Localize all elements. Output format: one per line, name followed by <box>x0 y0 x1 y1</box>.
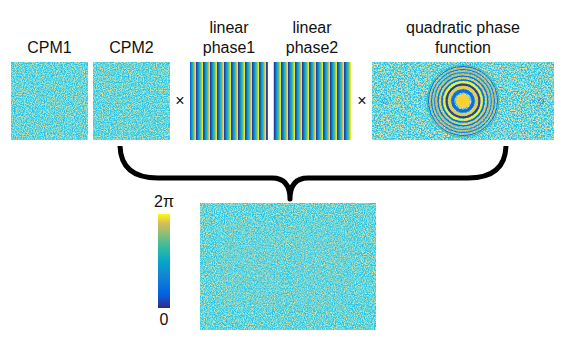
multiply-sign: × <box>357 91 366 111</box>
panel-title: quadratic phase function <box>398 18 528 58</box>
label-area: CPM1 <box>11 6 88 58</box>
colorbar-min: 0 <box>160 310 169 330</box>
panel-title: CPM1 <box>27 38 71 58</box>
label-area: linear phase1 <box>190 6 268 58</box>
quadratic-phase-panel <box>372 62 554 140</box>
panel-title: linear phase2 <box>277 18 347 58</box>
linear-phase2-panel <box>273 62 351 140</box>
colorbar-max: 2π <box>154 192 174 212</box>
linear-phase1-panel <box>190 62 268 140</box>
panel-title: linear phase1 <box>194 18 264 58</box>
bracket <box>120 146 506 199</box>
result-panel <box>200 203 376 330</box>
image-panel: CPM2 <box>93 6 170 140</box>
image-panel: linear phase1 <box>190 6 268 140</box>
label-area: CPM2 <box>93 6 170 58</box>
image-panel: CPM1 <box>11 6 88 140</box>
label-area: quadratic phase function <box>372 6 554 58</box>
image-panel: quadratic phase function <box>372 6 554 140</box>
panel-title: CPM2 <box>109 38 153 58</box>
multiply-sign: × <box>175 91 184 111</box>
image-panel: linear phase2 <box>273 6 351 140</box>
colorbar <box>158 214 170 308</box>
cpm1-panel <box>11 62 88 140</box>
cpm2-panel <box>93 62 170 140</box>
label-area: linear phase2 <box>273 6 351 58</box>
